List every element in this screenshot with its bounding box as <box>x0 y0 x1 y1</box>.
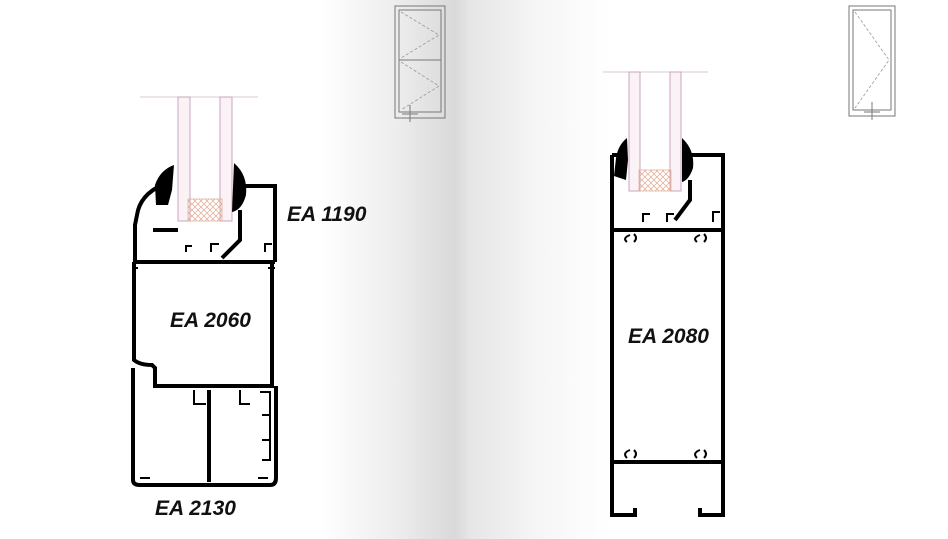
door-thumbnail-right <box>848 5 896 120</box>
label-ea-2130: EA 2130 <box>155 497 236 520</box>
spacer <box>187 198 223 222</box>
label-ea-1190: EA 1190 <box>287 203 367 226</box>
right-profile-assembly: EA 2080 <box>603 71 725 517</box>
glass-pane <box>628 71 641 192</box>
label-ea-2060: EA 2060 <box>170 309 251 332</box>
label-ea-2080: EA 2080 <box>628 325 709 348</box>
glass-pane <box>219 96 233 222</box>
left-profile-assembly: EA 1190 EA 2060 EA 2130 <box>131 96 367 520</box>
spacer <box>638 169 672 192</box>
glass-pane <box>669 71 682 192</box>
glass-pane <box>177 96 191 222</box>
door-thumbnail-left <box>394 5 446 122</box>
